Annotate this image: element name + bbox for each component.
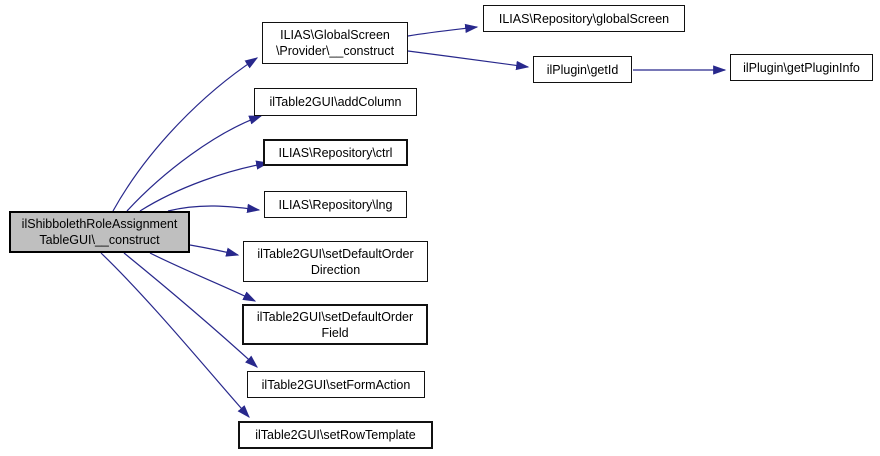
node-label-line1: ilShibbolethRoleAssignment — [21, 217, 178, 231]
node-label-line2: Field — [321, 325, 349, 340]
node-label: ILIAS\Repository\globalScreen — [498, 11, 670, 26]
node-label: ilTable2GUI\setRowTemplate — [255, 428, 416, 442]
node-ilias-repository-ctrl[interactable]: ILIAS\Repository\ctrl — [263, 139, 408, 166]
node-ilplugin-getplugininfo[interactable]: ilPlugin\getPluginInfo — [730, 54, 873, 81]
edge-main-to-set-default-order-field — [149, 252, 257, 302]
node-ilplugin-getid[interactable]: ilPlugin\getId — [533, 56, 632, 83]
node-iltable2gui-setformaction[interactable]: ilTable2GUI\setFormAction — [247, 371, 425, 398]
node-label: ilTable2GUI\addColumn — [269, 95, 402, 109]
node-label: ilPlugin\getId — [546, 62, 619, 77]
node-label-line2: TableGUI\__construct — [39, 233, 160, 247]
edge-main-to-add-column — [126, 115, 263, 212]
edge-provider-to-get-id — [407, 50, 530, 71]
edge-main-to-set-default-order-direction — [189, 244, 240, 257]
node-ilshibbolethroleassignmenttablegui-construct[interactable]: ilShibbolethRoleAssignment TableGUI\__co… — [9, 211, 190, 253]
node-iltable2gui-addcolumn[interactable]: ilTable2GUI\addColumn — [254, 88, 417, 116]
node-ilias-globalscreen-provider-construct[interactable]: ILIAS\GlobalScreen \Provider\__construct — [262, 22, 408, 64]
node-ilias-repository-lng[interactable]: ILIAS\Repository\lng — [264, 191, 407, 218]
edge-main-to-ctrl — [139, 160, 270, 212]
node-label-line1: ilTable2GUI\setDefaultOrder — [257, 246, 414, 261]
edge-main-to-set-form-action — [123, 252, 258, 368]
node-label: ilPlugin\getPluginInfo — [743, 60, 860, 75]
node-label: ilTable2GUI\setFormAction — [261, 377, 411, 392]
edge-main-to-provider-construct — [112, 57, 259, 212]
node-label-line1: ILIAS\GlobalScreen — [280, 28, 390, 42]
node-label: ILIAS\Repository\ctrl — [278, 145, 393, 160]
node-iltable2gui-setdefaultorderdirection[interactable]: ilTable2GUI\setDefaultOrder Direction — [243, 241, 428, 282]
node-label-line2: \Provider\__construct — [275, 44, 395, 58]
node-iltable2gui-setrowtemplate[interactable]: ilTable2GUI\setRowTemplate — [238, 421, 433, 449]
node-label-line2: Direction — [310, 262, 361, 277]
node-label-line1: ilTable2GUI\setDefaultOrder — [256, 309, 414, 324]
edge-main-to-set-row-template — [100, 252, 250, 418]
node-iltable2gui-setdefaultorderfield[interactable]: ilTable2GUI\setDefaultOrder Field — [242, 304, 428, 345]
edge-provider-to-global-screen — [407, 23, 479, 37]
node-label: ILIAS\Repository\lng — [278, 197, 393, 212]
node-ilias-repository-globalscreen[interactable]: ILIAS\Repository\globalScreen — [483, 5, 685, 32]
